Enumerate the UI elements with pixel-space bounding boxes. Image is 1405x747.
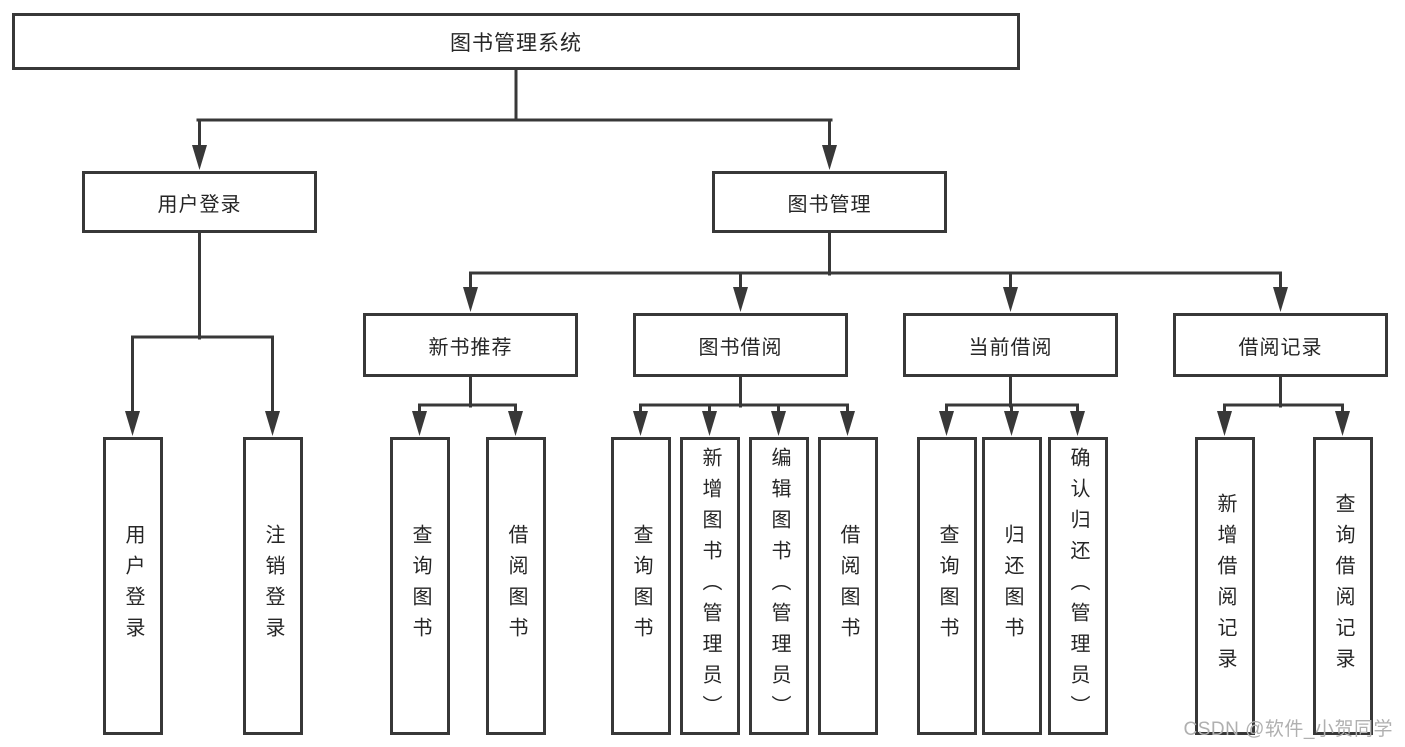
csdn-watermark: CSDN @软件_小贺同学 — [1183, 719, 1393, 740]
node-label: 当前借阅 — [968, 336, 1053, 359]
node-label: 用户登录 — [157, 193, 242, 216]
node-label: 归还图书 — [1001, 524, 1023, 648]
leaf-bb-query-books: 查询图书 — [611, 437, 671, 735]
node-label: 用户登录 — [122, 524, 144, 648]
node-label: 确认归还（管理员） — [1067, 446, 1089, 726]
node-book-management: 图书管理 — [712, 171, 947, 233]
node-label: 查询图书 — [630, 524, 652, 648]
leaf-cb-confirm-return-admin: 确认归还（管理员） — [1048, 437, 1108, 735]
node-book-borrow: 图书借阅 — [633, 313, 848, 377]
node-label: 借阅记录 — [1238, 336, 1323, 359]
node-label: 注销登录 — [262, 524, 284, 648]
node-label: 新增图书（管理员） — [699, 446, 721, 726]
node-user-login: 用户登录 — [82, 171, 317, 233]
node-label: 查询图书 — [936, 524, 958, 648]
node-label: 查询图书 — [409, 524, 431, 648]
leaf-logout: 注销登录 — [243, 437, 303, 735]
leaf-user-login: 用户登录 — [103, 437, 163, 735]
leaf-cb-return-books: 归还图书 — [982, 437, 1042, 735]
leaf-bb-borrow-books: 借阅图书 — [818, 437, 878, 735]
arrowheads — [125, 145, 1350, 436]
leaf-cb-query-books: 查询图书 — [917, 437, 977, 735]
leaf-br-query-record: 查询借阅记录 — [1313, 437, 1373, 735]
node-new-book-recommend: 新书推荐 — [363, 313, 578, 377]
node-label: 图书借阅 — [698, 336, 783, 359]
node-label: 新增借阅记录 — [1214, 493, 1236, 679]
leaf-bb-edit-books-admin: 编辑图书（管理员） — [749, 437, 809, 735]
node-root: 图书管理系统 — [12, 13, 1020, 70]
node-label: 编辑图书（管理员） — [768, 446, 790, 726]
node-current-borrow: 当前借阅 — [903, 313, 1118, 377]
node-borrow-records: 借阅记录 — [1173, 313, 1388, 377]
node-label: 图书管理系统 — [450, 31, 582, 55]
node-label: 借阅图书 — [505, 524, 527, 648]
leaf-nb-borrow-books: 借阅图书 — [486, 437, 546, 735]
leaf-nb-query-books: 查询图书 — [390, 437, 450, 735]
node-label: 查询借阅记录 — [1332, 493, 1354, 679]
node-label: 借阅图书 — [837, 524, 859, 648]
leaf-br-add-record: 新增借阅记录 — [1195, 437, 1255, 735]
node-label: 新书推荐 — [428, 336, 513, 359]
leaf-bb-add-books-admin: 新增图书（管理员） — [680, 437, 740, 735]
node-label: 图书管理 — [787, 193, 872, 216]
